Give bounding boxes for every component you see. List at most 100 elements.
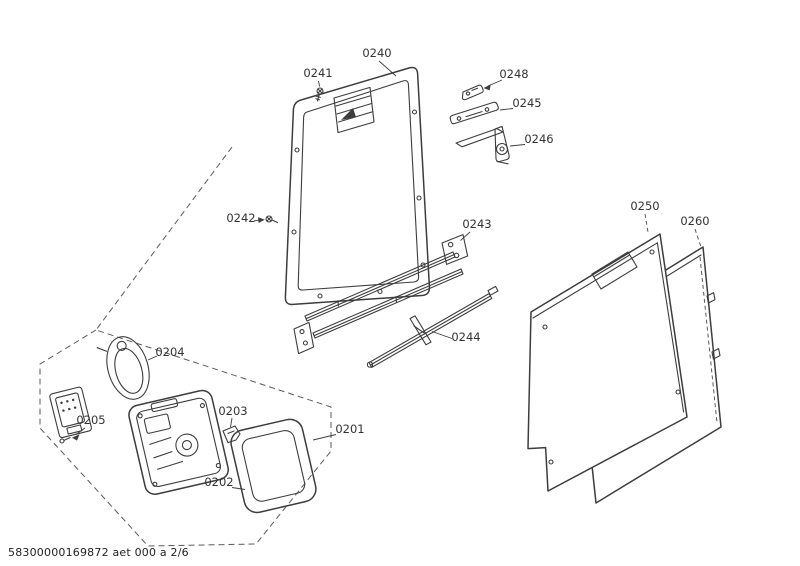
seal-strip-upper-line: [305, 254, 455, 320]
detail-region-outline: [39, 329, 332, 547]
part-label-0241: 0241: [303, 66, 332, 80]
leader-0250: [644, 213, 649, 233]
dispenser-knob: [175, 433, 199, 457]
bracket-hole: [302, 340, 308, 346]
part-0205-module: [49, 386, 92, 439]
bracket-hole: [299, 329, 305, 335]
funnel-outer: [106, 336, 150, 400]
funnel-tab: [96, 347, 108, 352]
clip-hole: [465, 91, 471, 96]
dispenser-arrow: [341, 108, 356, 120]
dispenser-latch-area: [143, 413, 171, 434]
bracket-hole: [447, 241, 454, 248]
door-screw-hole: [317, 293, 323, 299]
module-contact: [60, 401, 63, 404]
dispenser-screw-hole: [152, 481, 158, 487]
document-reference: 58300000169872 aet 000 a 2/6: [8, 546, 189, 559]
door-screw-hole: [416, 195, 422, 201]
part-0203-latch: [222, 425, 241, 444]
screw-head: [265, 215, 273, 223]
part-label-0248: 0248: [499, 67, 528, 81]
funnel-top-hole: [116, 340, 127, 351]
panel-0250-outline: [527, 233, 688, 492]
part-label-0205: 0205: [76, 413, 105, 427]
bracket-hole: [453, 252, 460, 259]
hinge-arm-hole: [456, 116, 462, 121]
part-label-0246: 0246: [524, 132, 553, 146]
dispenser-top-detail: [150, 398, 179, 413]
part-0240-inner-door: [284, 66, 431, 307]
part-label-0201: 0201: [335, 422, 364, 436]
screw-shaft: [271, 219, 279, 224]
hinge-arm-body: [449, 101, 499, 125]
panel-0250-hole: [649, 249, 655, 255]
leader-0204: [147, 355, 158, 361]
clip-body: [461, 84, 484, 101]
part-0204-funnel: [96, 336, 150, 400]
screw-shaft: [63, 437, 71, 441]
bracket-vertical: [494, 125, 510, 163]
screw-head: [59, 438, 65, 444]
part-label-0202: 0202: [204, 475, 233, 489]
bracket-roller: [495, 142, 509, 156]
dispenser-lines: [149, 436, 184, 470]
module-contact: [62, 409, 65, 412]
panel-0250-dispenser-cutout: [591, 251, 638, 290]
funnel-inner: [114, 347, 144, 394]
leader-0205-arrowhead: [72, 434, 80, 441]
part-0202-window-frame: [230, 418, 317, 514]
module-contact: [71, 398, 75, 402]
seal-end-bracket-right: [441, 234, 469, 265]
part-0245-hinge-arm: [449, 101, 499, 125]
leader-0203: [230, 417, 233, 428]
door-screw-hole: [294, 147, 300, 153]
panel-0250-cutout-inner-line: [594, 254, 630, 277]
part-0244-rail: [366, 285, 499, 368]
part-0248-clip: [461, 84, 484, 101]
part-0205-screw: [59, 437, 71, 444]
hinge-arm-detail: [465, 111, 483, 118]
part-label-0250: 0250: [630, 199, 659, 213]
dispenser-inner: [136, 397, 222, 488]
latch-body: [222, 425, 241, 444]
leader-0241: [318, 80, 321, 87]
panel-0250-hole: [542, 324, 548, 330]
module-contact: [73, 406, 77, 409]
dispenser-screw-hole: [137, 413, 143, 419]
dispenser-knob-center: [181, 440, 192, 451]
leader-0242: [253, 219, 260, 222]
panel-0260-hinge-tab-bottom: [711, 348, 721, 360]
part-0250-door-panel-front: [527, 233, 688, 492]
part-label-0242: 0242: [226, 211, 255, 225]
part-label-0240: 0240: [362, 46, 391, 60]
leader-0205: [75, 427, 86, 435]
module-contact: [66, 400, 69, 403]
dispenser-screw-hole: [199, 403, 205, 409]
screw-head: [316, 87, 324, 95]
leader-0202: [231, 487, 246, 490]
panel-0250-right-edge-line: [656, 242, 685, 413]
latch-detail: [227, 430, 235, 434]
part-label-0243: 0243: [462, 217, 491, 231]
dispenser-housing: [128, 389, 230, 496]
part-0242-screw: [265, 215, 279, 224]
screw-slot: [317, 88, 323, 94]
module-contact: [68, 407, 71, 411]
bracket-roller-axle: [499, 146, 505, 152]
seal-strip-lower: [312, 268, 464, 339]
seal-strip-lower-line: [313, 271, 463, 337]
dispenser-screw-hole: [215, 462, 221, 469]
module-connector: [66, 424, 83, 435]
panel-0260-hinge-tab-top: [706, 292, 716, 304]
screw-shaft: [315, 93, 321, 102]
leader-0201: [312, 434, 337, 441]
leader-0248-arrowhead: [483, 84, 491, 91]
inner-door-outline: [284, 66, 431, 306]
leader-0243: [460, 231, 471, 241]
rail-cross-detail: [413, 325, 426, 335]
panel-0250-hole: [548, 459, 554, 465]
rail-center-line: [369, 295, 491, 366]
rail-cross-piece: [409, 315, 432, 346]
panel-0250-hole: [675, 389, 681, 395]
